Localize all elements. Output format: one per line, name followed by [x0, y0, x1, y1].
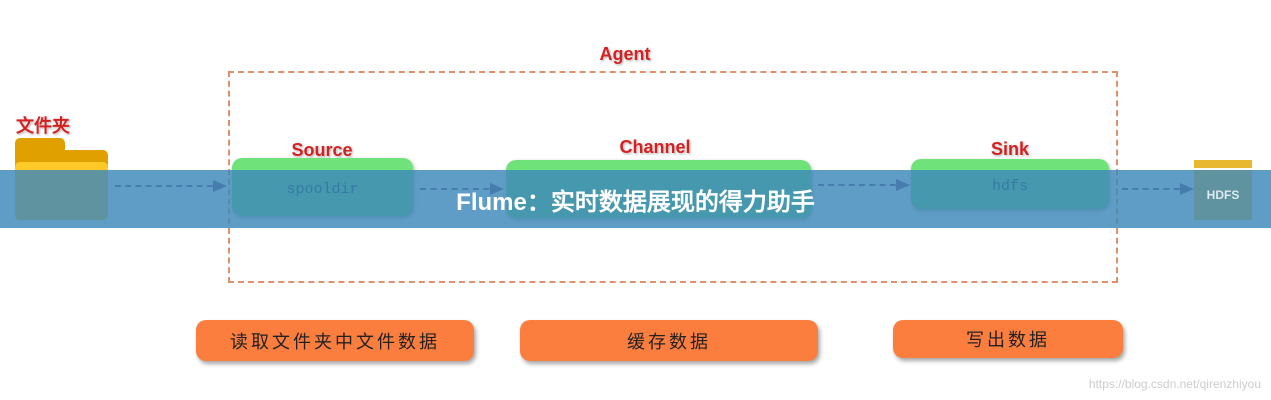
banner-title: Flume：实时数据展现的得力助手: [456, 188, 815, 216]
sink-label: Sink: [990, 139, 1029, 159]
hdfs-icon: HDFS: [1194, 160, 1252, 220]
hdfs-label: HDFS: [1206, 188, 1240, 202]
channel-action: 缓存数据: [520, 320, 818, 361]
title-banner: [0, 170, 1271, 228]
agent-label: Agent: [599, 44, 651, 64]
folder-label: 文件夹: [16, 116, 70, 136]
channel-label: Channel: [619, 137, 691, 157]
source-label: Source: [291, 140, 353, 160]
sink-action: 写出数据: [893, 320, 1123, 358]
watermark: https://blog.csdn.net/qirenzhiyou: [1088, 377, 1261, 391]
source-action: 读取文件夹中文件数据: [196, 320, 474, 361]
